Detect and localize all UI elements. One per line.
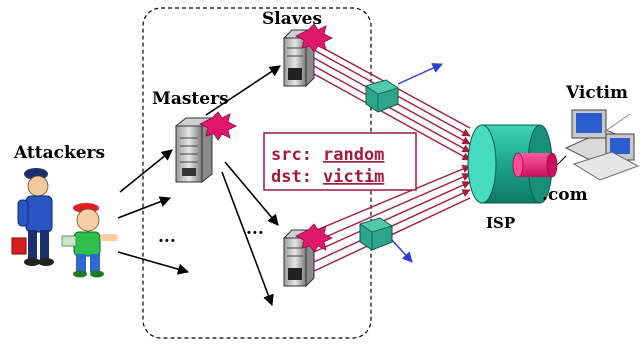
packet-dst-key: dst:	[271, 167, 312, 187]
alert-burst-icon	[295, 223, 333, 253]
attacker-arrows	[117, 149, 190, 275]
victim-link	[512, 152, 567, 178]
slaves-ellipsis: ...	[246, 219, 264, 239]
isp-label: ISP	[486, 214, 515, 232]
packet-src-value: random	[323, 145, 384, 165]
packet-src-key: src:	[271, 145, 312, 165]
slaves-label: Slaves	[262, 9, 322, 29]
attack-flows	[311, 41, 471, 273]
alert-burst-icon	[295, 23, 333, 53]
master-arrows	[205, 65, 281, 307]
attackers-label: Attackers	[13, 143, 105, 163]
people-icon	[11, 168, 118, 278]
scatter-arrows	[391, 63, 443, 263]
victim-label: Victim	[565, 83, 628, 103]
computer-icon	[564, 109, 640, 181]
router-icon	[365, 79, 399, 113]
domain-label: .com	[542, 185, 588, 205]
alert-burst-icon	[199, 111, 237, 141]
packet-box	[263, 132, 417, 191]
masters-label: Masters	[152, 89, 229, 109]
masters-ellipsis: ...	[158, 227, 176, 247]
router-icon	[359, 217, 393, 251]
packet-dst-value: victim	[323, 167, 384, 187]
